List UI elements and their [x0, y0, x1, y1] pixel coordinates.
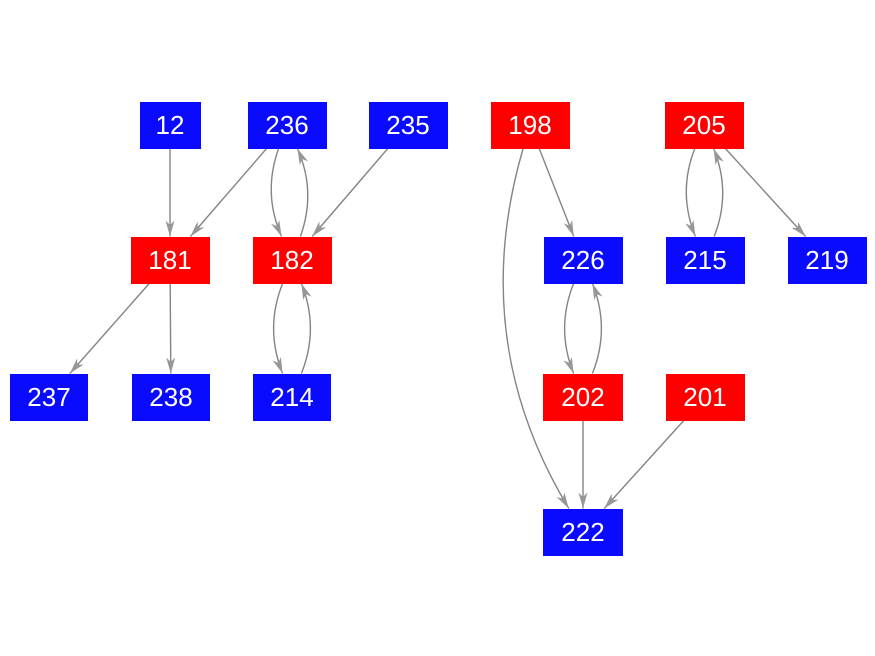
- edge-205-219: [724, 148, 807, 237]
- edge-198-226: [538, 148, 575, 237]
- edge-181-237: [69, 283, 150, 374]
- edge-201-222: [603, 420, 685, 509]
- edge-236-181: [189, 148, 268, 237]
- edge-group: [69, 148, 807, 509]
- edge-182-236: [296, 148, 309, 237]
- edge-236-182: [270, 148, 283, 237]
- edge-226-202: [563, 283, 575, 374]
- edge-235-182: [311, 148, 389, 237]
- edge-205-215: [685, 148, 697, 237]
- edge-182-214: [272, 283, 284, 374]
- edge-214-182: [300, 283, 312, 374]
- edge-198-222: [502, 148, 570, 509]
- edge-181-238: [166, 283, 176, 374]
- edge-215-205: [712, 148, 724, 237]
- edge-202-226: [591, 283, 603, 374]
